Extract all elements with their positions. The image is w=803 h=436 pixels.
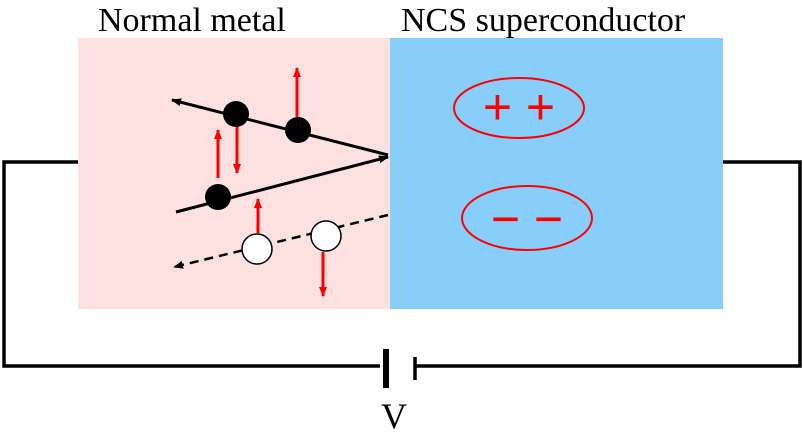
electron-particle bbox=[285, 117, 311, 143]
hole-particle bbox=[310, 220, 342, 252]
electron-particle bbox=[223, 101, 249, 127]
negative-charge-text: − − bbox=[491, 191, 563, 247]
voltage-label: V bbox=[381, 396, 407, 436]
positive-charge-text: + + bbox=[483, 79, 555, 135]
superconductor-region bbox=[390, 38, 723, 309]
battery-symbol bbox=[383, 349, 417, 388]
particles bbox=[205, 101, 342, 265]
circuit-wire bbox=[2, 160, 802, 368]
spin-arrows bbox=[214, 67, 327, 297]
superconductor-label: NCS superconductor bbox=[401, 2, 686, 39]
positive-charge-ellipse bbox=[453, 77, 585, 139]
negative-charge-ellipse bbox=[461, 185, 593, 251]
normal-metal-label: Normal metal bbox=[98, 2, 286, 39]
charge-indicators: + + − − bbox=[453, 77, 593, 251]
reflected-electron-trajectory-arrow bbox=[171, 98, 389, 157]
hole-particle bbox=[241, 233, 273, 265]
electron-particle bbox=[205, 184, 231, 210]
reflected-hole-trajectory-arrow bbox=[173, 213, 389, 269]
normal-metal-region bbox=[78, 38, 390, 309]
